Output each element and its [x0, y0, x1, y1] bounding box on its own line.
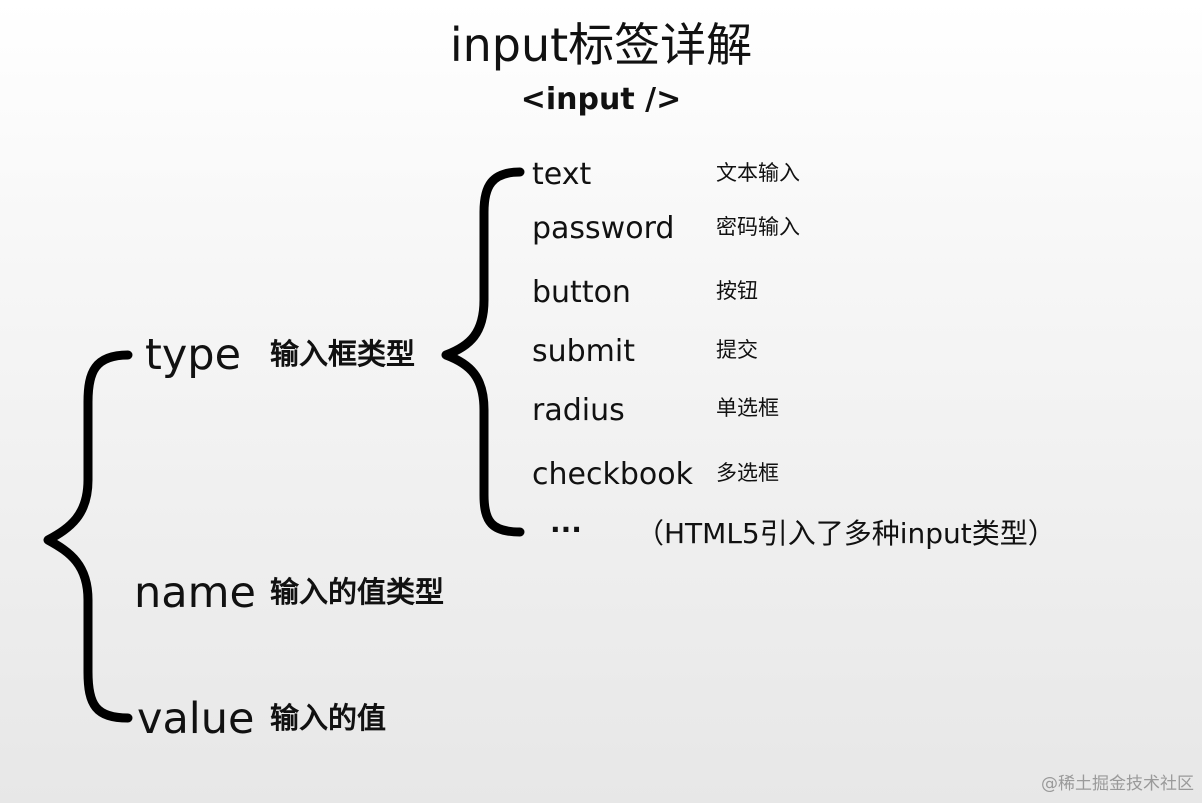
type-option-desc: 按钮 — [716, 279, 758, 303]
page-subtitle: <input /> — [520, 82, 682, 117]
type-option-name: button — [532, 275, 631, 310]
type-option-name: radius — [532, 393, 625, 428]
type-option-desc: 密码输入 — [716, 215, 800, 239]
page-title: input标签详解 — [449, 18, 753, 72]
attr-value-desc: 输入的值 — [270, 701, 387, 735]
type-brace — [441, 167, 525, 537]
attr-type-name: type — [145, 330, 242, 380]
type-option-name: submit — [532, 334, 636, 369]
type-option-desc: 多选框 — [716, 461, 779, 485]
watermark: @稀土掘金技术社区 — [1041, 774, 1194, 794]
type-option-name: checkbook — [532, 457, 693, 492]
attr-name-desc: 输入的值类型 — [270, 575, 445, 609]
type-option-desc: 单选框 — [716, 396, 779, 420]
type-option-name: password — [532, 211, 675, 246]
html5-note: （HTML5引入了多种input类型） — [636, 517, 1056, 550]
type-option-desc: 提交 — [716, 338, 758, 362]
attr-type-desc: 输入框类型 — [270, 337, 416, 371]
type-option-name: text — [532, 157, 592, 192]
attr-name-name: name — [134, 568, 256, 618]
attr-value-name: value — [137, 694, 255, 744]
main-brace — [43, 350, 133, 723]
type-option-desc: 文本输入 — [716, 161, 800, 185]
more-ellipsis: ··· — [550, 513, 582, 546]
